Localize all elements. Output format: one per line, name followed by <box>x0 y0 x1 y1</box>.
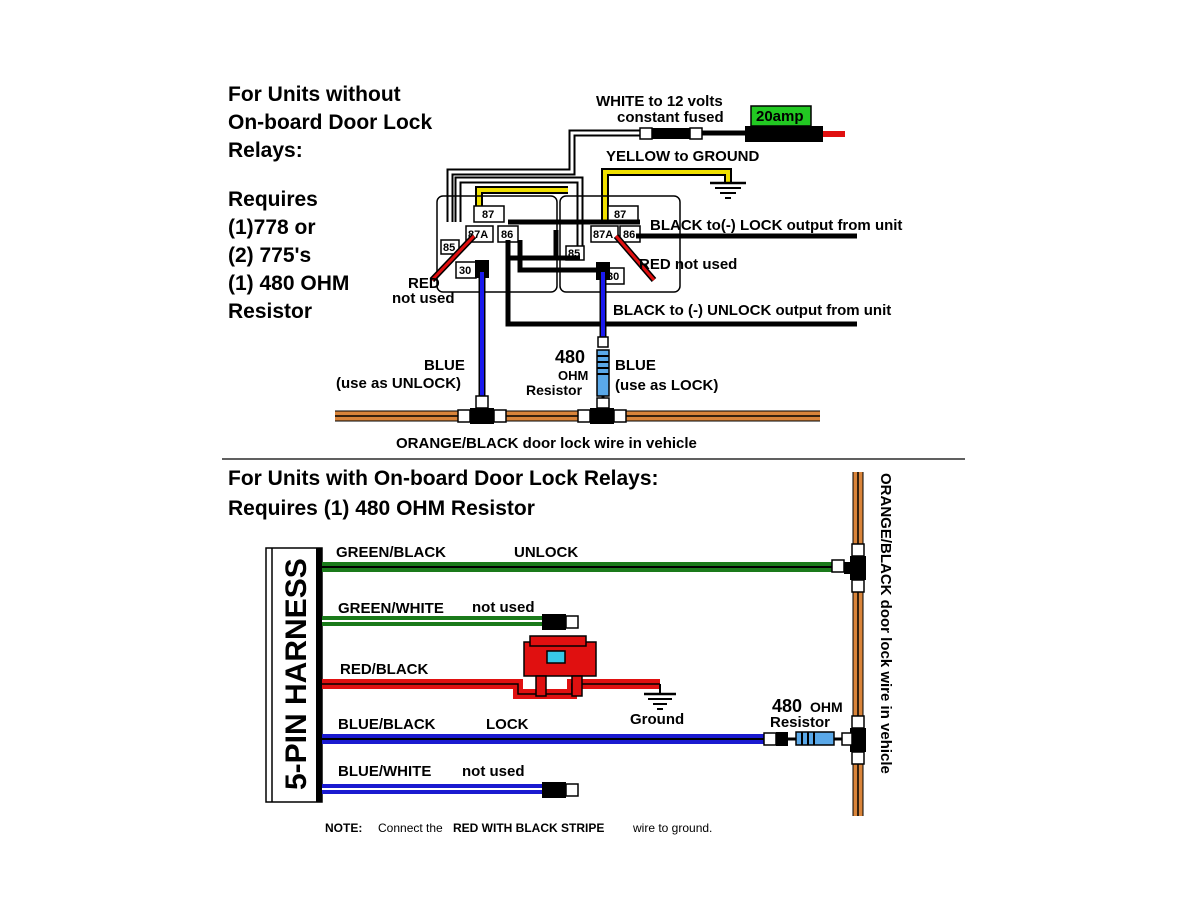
blue-unlock-line-2: (use as UNLOCK) <box>336 375 461 392</box>
relay-right: 87 87A 86 85 30 <box>559 195 681 293</box>
wire-blue-black-function: LOCK <box>486 716 529 733</box>
wire-blue-white-name: BLUE/WHITE <box>338 763 431 780</box>
white-12v-wire <box>446 127 745 258</box>
resistor-top-480: 480 <box>555 347 585 367</box>
harness-label: 5-PIN HARNESS <box>280 558 313 790</box>
resistor-top-ohm: OHM <box>558 368 588 383</box>
wire-green-black-name: GREEN/BLACK <box>336 544 446 561</box>
relay-right-pin-87a: 87A <box>593 229 613 241</box>
requires-line-2: (1)778 or <box>228 216 316 239</box>
resistor-bottom-word: Resistor <box>770 714 830 731</box>
wire-red-black-name: RED/BLACK <box>340 661 428 678</box>
top-heading-line-2: On-board Door Lock <box>228 111 432 134</box>
black-unlock-label: BLACK to (-) UNLOCK output from unit <box>613 302 891 319</box>
relay-right-pin-86: 86 <box>623 229 635 241</box>
wire-blue-white <box>322 782 579 798</box>
yellow-label: YELLOW to GROUND <box>606 148 759 165</box>
top-requires: Requires (1)778 or (2) 775's (1) 480 OHM… <box>228 188 349 323</box>
ground-symbol-top <box>710 181 746 199</box>
wire-blue-white-function: not used <box>462 763 525 780</box>
red-not-used-right: RED not used <box>639 256 737 273</box>
note-text-2: wire to ground. <box>632 821 712 835</box>
note-text-1: Connect the <box>378 821 443 835</box>
top-heading: For Units without On-board Door Lock Rel… <box>228 83 432 162</box>
wire-green-black <box>322 559 845 573</box>
wire-green-white-function: not used <box>472 599 535 616</box>
wire-green-white-name: GREEN/WHITE <box>338 600 444 617</box>
top-heading-line-1: For Units without <box>228 83 401 106</box>
black-lock-label: BLACK to(-) LOCK output from unit <box>650 217 902 234</box>
door-wire-top-label: ORANGE/BLACK door lock wire in vehicle <box>396 435 697 452</box>
relay-right-pin-87: 87 <box>614 209 626 221</box>
relay-left-pin-30: 30 <box>459 265 471 277</box>
ground-label: Ground <box>630 711 684 728</box>
relay-left-pin-85: 85 <box>443 242 455 254</box>
orange-door-wire-top <box>335 395 820 424</box>
blue-lock-wire <box>597 272 609 348</box>
requires-line-1: Requires <box>228 188 318 211</box>
white-label-line-2: constant fused <box>617 109 724 126</box>
resistor-bottom <box>788 731 842 746</box>
wire-blue-black <box>322 732 788 746</box>
fuse-label: 20amp <box>756 108 804 125</box>
bottom-requires: Requires (1) 480 OHM Resistor <box>228 497 535 520</box>
wire-green-white <box>322 614 579 630</box>
requires-line-3: (2) 775's <box>228 244 311 267</box>
note-text-bold: RED WITH BLACK STRIPE <box>453 821 604 835</box>
top-heading-line-3: Relays: <box>228 139 303 162</box>
note: NOTE: Connect the RED WITH BLACK STRIPE … <box>325 821 712 835</box>
white-label-line-1: WHITE to 12 volts <box>596 93 723 110</box>
resistor-top-word: Resistor <box>526 382 583 398</box>
blue-unlock-line-1: BLUE <box>424 357 465 374</box>
wire-blue-black-name: BLUE/BLACK <box>338 716 436 733</box>
resistor-bottom-ohm: OHM <box>810 699 843 715</box>
door-wire-vertical-label: ORANGE/BLACK door lock wire in vehicle <box>877 473 894 774</box>
blue-lock-line-1: BLUE <box>615 357 656 374</box>
orange-door-wire-bottom <box>841 472 866 816</box>
relay-right-pin-30: 30 <box>607 271 619 283</box>
red-not-used-left-line-2: not used <box>392 290 455 307</box>
bottom-heading: For Units with On-board Door Lock Relays… <box>228 467 659 490</box>
resistor-top <box>596 349 610 409</box>
black-relay-wires <box>505 219 857 327</box>
relay-left-pin-87: 87 <box>482 209 494 221</box>
wire-green-black-function: UNLOCK <box>514 544 578 561</box>
resistor-bottom-480: 480 <box>772 696 802 716</box>
harness-block: 5-PIN HARNESS <box>265 547 323 803</box>
fuse: 20amp <box>745 105 845 142</box>
red-not-used-left-line-1: RED <box>408 275 440 292</box>
relay-left-pin-86: 86 <box>501 229 513 241</box>
blue-lock-line-2: (use as LOCK) <box>615 377 718 394</box>
wire-red-black <box>322 635 676 710</box>
note-prefix: NOTE: <box>325 821 362 835</box>
requires-line-4: (1) 480 OHM <box>228 272 349 295</box>
requires-line-5: Resistor <box>228 300 312 323</box>
